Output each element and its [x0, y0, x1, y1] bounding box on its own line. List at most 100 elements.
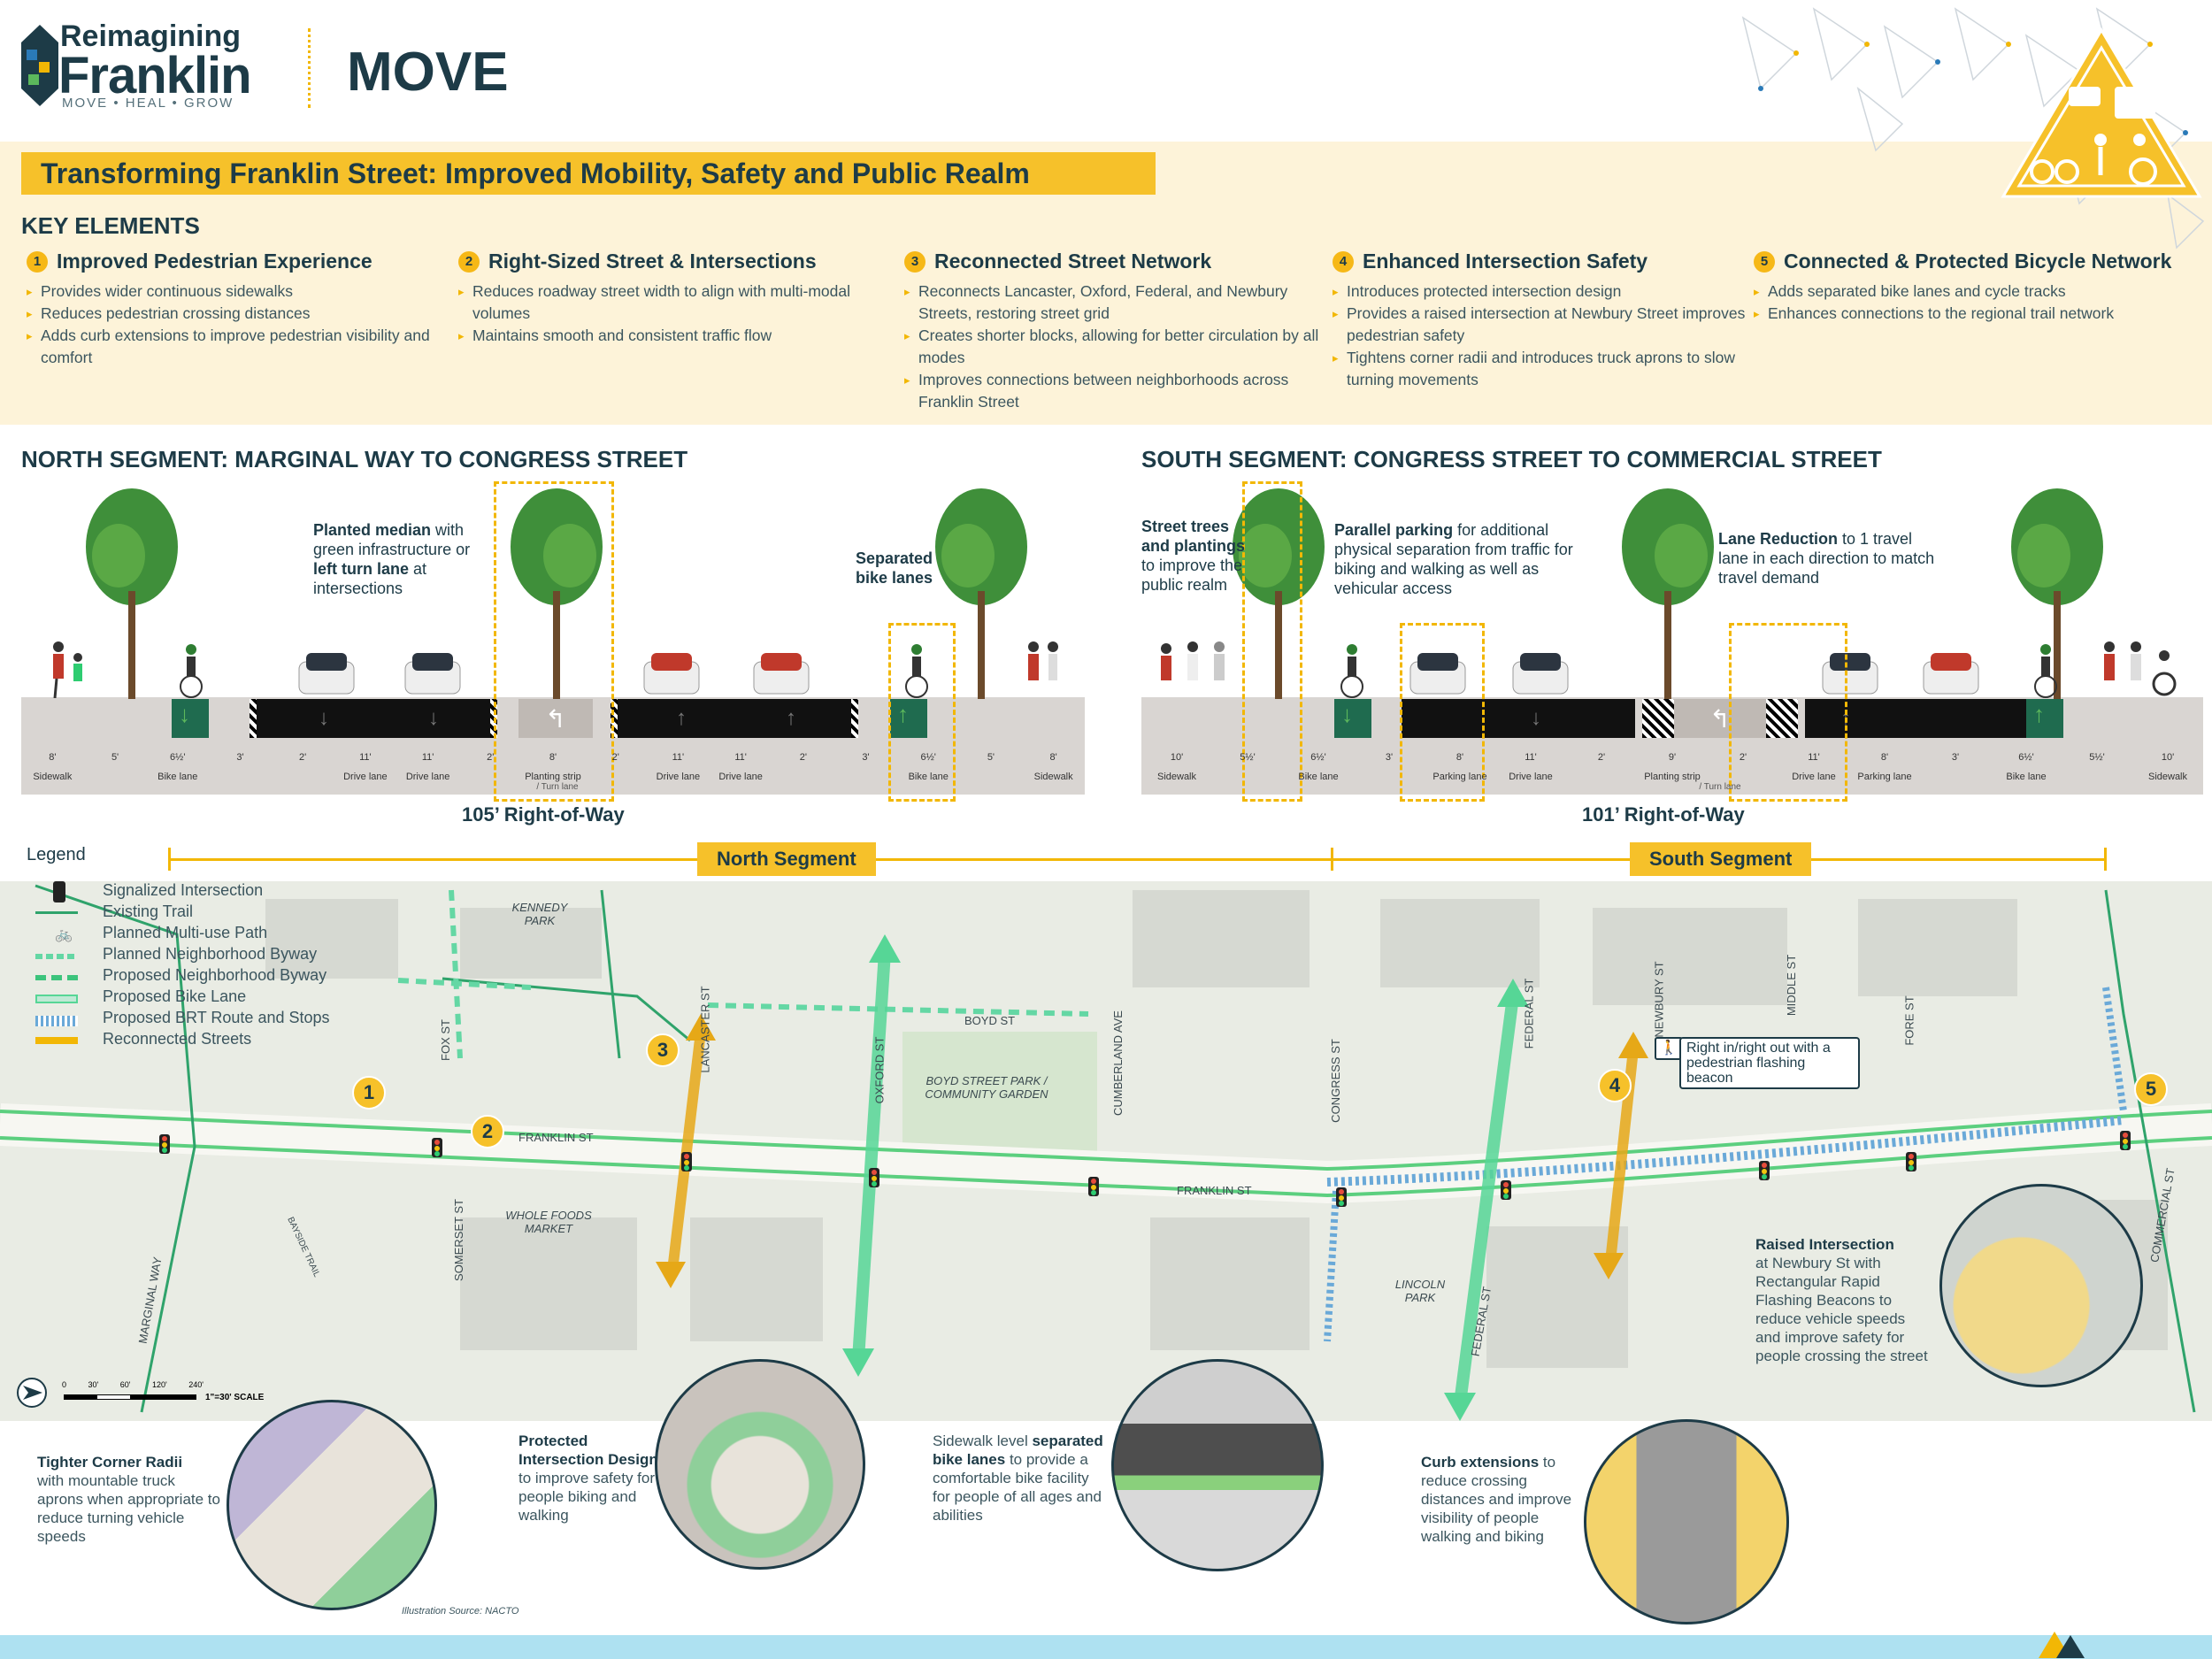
lane-reduction-callout: Lane Reduction to 1 travel lane in each … [1718, 529, 1939, 588]
lane-width: 8' [549, 752, 557, 763]
map-drawing [0, 884, 2212, 1421]
scale-label: 1"=30' SCALE [205, 1393, 265, 1402]
bullet: Reconnects Lancaster, Oxford, Federal, a… [904, 280, 1320, 325]
beacon-note: Right in/right out with a pedestrian fla… [1679, 1037, 1860, 1089]
down-arrow-icon: ↓ [1531, 706, 1541, 730]
planting-strip [518, 699, 593, 738]
street-label: FORE ST [1902, 995, 1916, 1046]
car-icon [1923, 653, 1979, 695]
lane-name: Sidewalk [1156, 772, 1197, 782]
signal-light [1909, 1159, 1914, 1165]
north-segment-pill: North Segment [697, 842, 876, 876]
scale-bar [64, 1394, 196, 1400]
number-badge: 3 [904, 250, 926, 273]
separated-bike-lane-image [1111, 1359, 1324, 1571]
lane-name: Bike lane [908, 772, 949, 782]
illustration-source: Illustration Source: NACTO [402, 1606, 519, 1617]
callout-text: for additional physical separation from … [1334, 521, 1573, 597]
tree-icon [2011, 488, 2103, 699]
key-element-title: Connected & Protected Bicycle Network [1784, 250, 2172, 273]
protected-intersection-text: Protected Intersection Design to improve… [518, 1432, 669, 1525]
signal-light [872, 1170, 877, 1175]
signal-light [1339, 1189, 1344, 1194]
lane-name: Sidewalk [33, 772, 73, 782]
lane-width: 2' [1739, 752, 1747, 763]
signal-light [684, 1154, 689, 1159]
callout-bold: Planted median [313, 521, 432, 539]
lane-name: Parking lane [1432, 772, 1487, 782]
legend-item: Planned Multi-use Path [103, 924, 268, 941]
street-label: LANCASTER ST [698, 986, 712, 1073]
traffic-signal-icon [432, 1138, 442, 1157]
key-element-title: Improved Pedestrian Experience [57, 250, 373, 273]
lane-width: 2' [1597, 752, 1606, 763]
signal-light [1762, 1174, 1767, 1179]
lane-name: Drive lane [1792, 772, 1836, 782]
cyclist-icon [180, 644, 203, 698]
bullet: Maintains smooth and consistent traffic … [458, 325, 874, 347]
signal-light [1762, 1168, 1767, 1174]
section-title: MOVE [347, 42, 509, 103]
lane-width: 8' [1049, 752, 1057, 763]
signal-light [1503, 1187, 1509, 1194]
proposed-byway-symbol [35, 975, 78, 980]
callout-bold: Lane Reduction [1718, 530, 1839, 548]
scale-tick: 60' [119, 1380, 131, 1389]
key-element-title: Right-Sized Street & Intersections [488, 250, 817, 273]
footer-band [0, 1635, 2212, 1659]
detail-bold: Curb extensions [1421, 1454, 1540, 1471]
lane-name: Drive lane [405, 772, 450, 782]
lane-width: 5½' [1240, 752, 1256, 763]
lane-name: Sidewalk [1033, 772, 1073, 782]
street-label: FRANKLIN ST [1177, 1184, 1252, 1197]
planned-byway-symbol [35, 954, 78, 959]
header-divider [308, 28, 311, 108]
bullet: Reduces pedestrian crossing distances [27, 303, 442, 325]
lane-name: Drive lane [343, 772, 388, 782]
lane-width: 5' [987, 752, 995, 763]
south-row-label: 101’ Right-of-Way [1582, 803, 1745, 826]
lane-width: 2' [611, 752, 619, 763]
kennedy-park-label: KENNEDY PARK [511, 901, 568, 927]
traffic-signal-icon [1906, 1152, 1916, 1171]
lane-name: Bike lane [157, 772, 198, 782]
signal-light [162, 1141, 167, 1148]
detail-text: with mountable truck aprons when appropr… [37, 1472, 220, 1545]
footer-logo-icon [2039, 1632, 2085, 1658]
trees-callout: Street trees and plantings to improve th… [1141, 517, 1256, 595]
scale-tick: 30' [88, 1380, 99, 1389]
down-arrow-icon: ↓ [319, 706, 329, 730]
lane-width: 3' [236, 752, 244, 763]
number-badge: 5 [1754, 250, 1775, 273]
tree-icon [86, 488, 178, 699]
lane-width: 10' [2161, 752, 2175, 763]
bullet: Adds curb extensions to improve pedestri… [27, 325, 442, 369]
turn-arrow-icon: ↰ [545, 705, 566, 733]
boyd-park-label: BOYD STREET PARK / COMMUNITY GARDEN [925, 1074, 1048, 1101]
callout-bold: left turn lane [313, 560, 410, 578]
legend-item: Existing Trail [103, 902, 194, 920]
number-badge: 4 [1333, 250, 1354, 273]
signal-light [1909, 1154, 1914, 1159]
segment-tick [2104, 848, 2107, 871]
signal-light [1762, 1163, 1767, 1168]
median-callout: Planted median with green infrastructure… [313, 520, 490, 598]
detail-text: Sidewalk level [933, 1432, 1033, 1449]
banner-title: Transforming Franklin Street: Improved M… [41, 157, 1030, 189]
detail-text: to improve safety for people biking and … [518, 1470, 656, 1524]
down-arrow-icon: ↓ [428, 706, 439, 730]
lane-width: 6½' [1310, 752, 1326, 763]
number-badge: 2 [458, 250, 480, 273]
lane-width: 9' [1668, 752, 1677, 763]
bullet: Enhances connections to the regional tra… [1754, 303, 2196, 325]
signal-light [1091, 1184, 1096, 1190]
traffic-signal-icon [1088, 1177, 1099, 1196]
lane-width: 11' [672, 752, 685, 763]
curb-barrier [611, 699, 618, 738]
callout-text: at intersections [313, 560, 427, 597]
lane-width: 11' [359, 752, 372, 763]
up-arrow-icon: ↑ [676, 706, 687, 730]
